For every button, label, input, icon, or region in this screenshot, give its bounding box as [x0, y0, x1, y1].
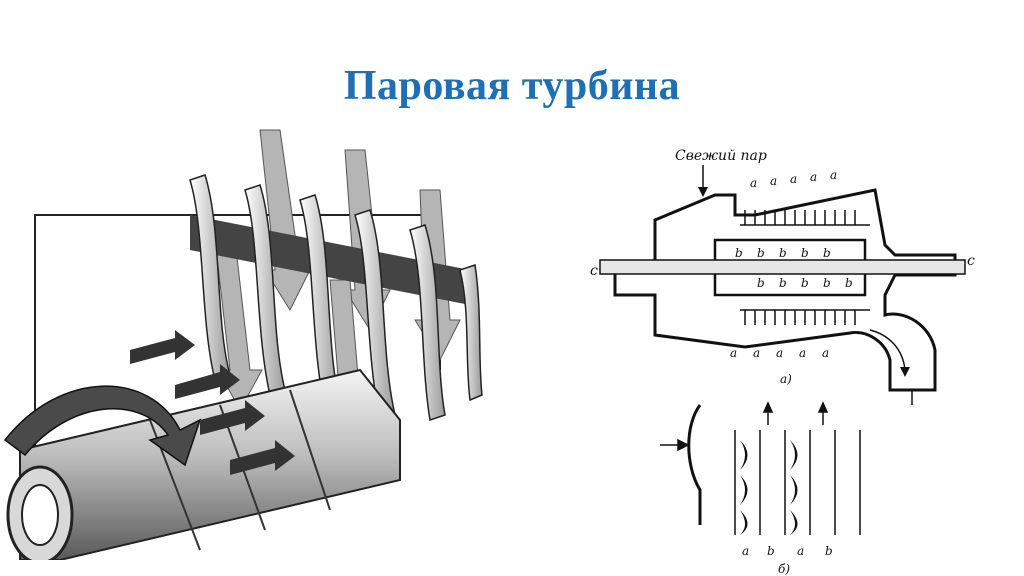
- svg-text:b: b: [779, 246, 787, 260]
- exhaust-flow-arrow: [869, 329, 906, 371]
- svg-text:a: a: [742, 544, 749, 558]
- turbine-cross-section-schematic: Свежий пар с с a a a a a b b b b b b b b…: [590, 148, 975, 576]
- caption-a: а): [780, 372, 792, 386]
- svg-text:b: b: [757, 246, 765, 260]
- svg-text:a: a: [799, 346, 806, 360]
- caption-b: б): [778, 562, 790, 576]
- svg-text:a: a: [797, 544, 804, 558]
- stator-labels-top: a a a a a: [750, 168, 837, 190]
- svg-text:b: b: [845, 276, 853, 290]
- svg-text:b: b: [767, 544, 775, 558]
- svg-text:b: b: [735, 246, 743, 260]
- shaft-label-left: с: [590, 263, 598, 279]
- stator-labels-bottom: a a a a a: [730, 346, 829, 360]
- svg-text:b: b: [801, 276, 809, 290]
- svg-text:a: a: [776, 346, 783, 360]
- svg-text:a: a: [750, 176, 757, 190]
- shaft: [599, 259, 966, 275]
- steam-label: Свежий пар: [675, 148, 767, 164]
- svg-text:a: a: [770, 174, 777, 188]
- svg-text:b: b: [757, 276, 765, 290]
- rotor-shaft: [6, 368, 401, 560]
- blade-rows-bottom: [740, 309, 870, 325]
- small-flow-arrows: [130, 330, 295, 475]
- svg-text:a: a: [822, 346, 829, 360]
- svg-text:b: b: [801, 246, 809, 260]
- turbine-blades-illustration: [3, 129, 483, 560]
- svg-text:a: a: [830, 168, 837, 182]
- svg-text:b: b: [823, 276, 831, 290]
- svg-text:b: b: [825, 544, 833, 558]
- blade-crescents: [740, 440, 798, 535]
- turbine-casing: [613, 188, 957, 392]
- svg-text:b: b: [823, 246, 831, 260]
- rotor-labels-lower: b b b b b: [757, 276, 853, 290]
- svg-text:a: a: [790, 172, 797, 186]
- slide-title: Паровая турбина: [343, 63, 681, 109]
- detail-labels: a b a b: [742, 544, 833, 558]
- rotation-arrow: [3, 385, 202, 467]
- svg-text:b: b: [779, 276, 787, 290]
- svg-text:a: a: [753, 346, 760, 360]
- svg-text:a: a: [810, 170, 817, 184]
- blade-profile-detail: [660, 401, 861, 535]
- moving-blades: [189, 174, 483, 421]
- blade-rows-top: [740, 210, 870, 226]
- svg-text:a: a: [730, 346, 737, 360]
- shaft-label-right: с: [967, 253, 975, 269]
- rotor-labels-upper: b b b b b: [735, 246, 831, 260]
